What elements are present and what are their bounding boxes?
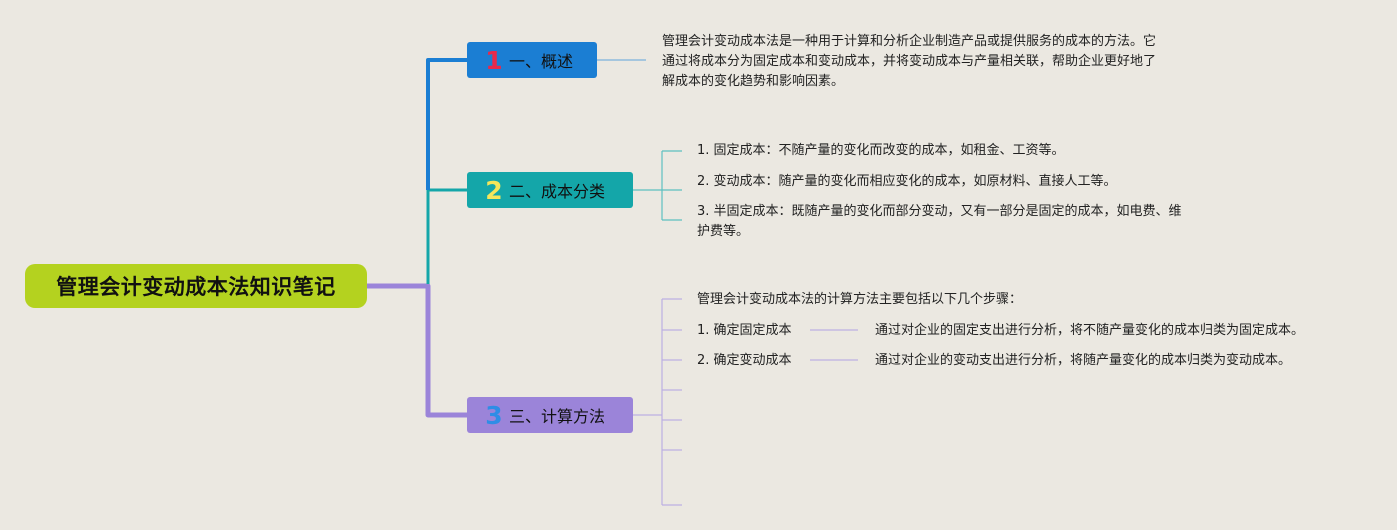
step-2-title[interactable]: 2. 确定变动成本 (697, 353, 792, 368)
variable-cost-item[interactable]: 2. 变动成本：随产量的变化而相应变化的成本，如原材料、直接人工等。 (697, 174, 1117, 189)
root-topic[interactable]: 管理会计变动成本法知识笔记 (25, 264, 367, 308)
step-2-detail[interactable]: 通过对企业的变动支出进行分析，将随产量变化的成本归类为变动成本。 (875, 353, 1292, 368)
connector-branch2-children (633, 150, 682, 221)
branch-overview[interactable]: 1 一、概述 (467, 42, 597, 78)
step-1-detail[interactable]: 通过对企业的固定支出进行分析，将不随产量变化的成本归类为固定成本。 (875, 323, 1305, 338)
branch-calculation-method-label: 三、计算方法 (509, 407, 606, 426)
connector-root-branch3 (367, 283, 467, 418)
branch-calculation-method[interactable]: 3 三、计算方法 (467, 397, 633, 433)
branch-cost-classification-label: 二、成本分类 (509, 182, 606, 201)
number-2-icon: 2 (485, 175, 503, 205)
branch-overview-label: 一、概述 (509, 52, 574, 71)
calculation-intro[interactable]: 管理会计变动成本法的计算方法主要包括以下几个步骤： (697, 292, 1023, 307)
step-1-title[interactable]: 1. 确定固定成本 (697, 323, 792, 338)
connector-root-branch2 (426, 188, 467, 284)
connector-root-branch1 (426, 58, 467, 190)
connector-branch3-children (633, 298, 858, 506)
overview-paragraph[interactable]: 管理会计变动成本法是一种用于计算和分析企业制造产品或提供服务的成本的方法。它通过… (662, 34, 1157, 89)
branch-cost-classification[interactable]: 2 二、成本分类 (467, 172, 633, 208)
fixed-cost-item[interactable]: 1. 固定成本：不随产量的变化而改变的成本，如租金、工资等。 (697, 143, 1065, 158)
number-3-icon: 3 (485, 400, 503, 430)
root-title: 管理会计变动成本法知识笔记 (56, 275, 336, 299)
number-1-icon: 1 (485, 45, 503, 75)
semi-fixed-cost-item[interactable]: 3. 半固定成本：既随产量的变化而部分变动，又有一部分是固定的成本，如电费、维护… (697, 204, 1182, 239)
